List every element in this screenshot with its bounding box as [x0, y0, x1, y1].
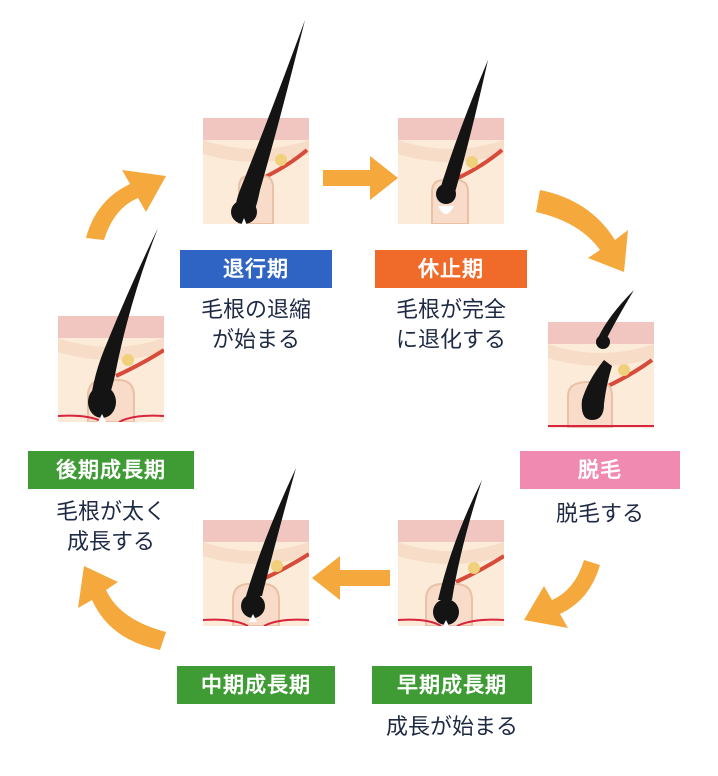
stage-badge-telogen: 休止期 — [375, 250, 527, 288]
stage-desc-exogen: 脱毛する — [520, 500, 680, 530]
stage-desc-line: 脱毛する — [555, 502, 644, 527]
stage-desc-line: が始まる — [211, 328, 300, 353]
arrow-icon — [524, 560, 600, 628]
arrow-icon — [312, 556, 390, 600]
follicle-anagen-early — [398, 520, 504, 626]
stage-desc-line: 成長が始まる — [385, 715, 518, 740]
stage-desc-line: 毛根が完全 — [395, 298, 506, 323]
arrow-icon — [78, 566, 166, 650]
arrow-icon — [323, 156, 398, 200]
stage-desc-line: に退化する — [395, 328, 506, 353]
stage-desc-telogen: 毛根が完全 に退化する — [365, 296, 537, 356]
stage-desc-line: 毛根の退縮 — [200, 298, 311, 323]
stage-badge-anagen-early: 早期成長期 — [372, 666, 532, 704]
stage-badge-catagen: 退行期 — [180, 250, 332, 288]
arrow-icon — [86, 170, 166, 240]
stage-desc-anagen-late: 毛根が太く 成長する — [28, 498, 194, 558]
stage-badge-anagen-late: 後期成長期 — [28, 451, 194, 489]
stage-desc-line: 毛根が太く — [55, 500, 166, 525]
stage-badge-exogen: 脱毛 — [520, 451, 680, 489]
arrow-icon — [536, 190, 628, 272]
stage-desc-line: 成長する — [66, 530, 155, 555]
stage-desc-catagen: 毛根の退縮 が始まる — [180, 296, 332, 356]
stage-badge-anagen-mid: 中期成長期 — [177, 666, 335, 704]
stage-desc-anagen-early: 成長が始まる — [352, 713, 552, 743]
